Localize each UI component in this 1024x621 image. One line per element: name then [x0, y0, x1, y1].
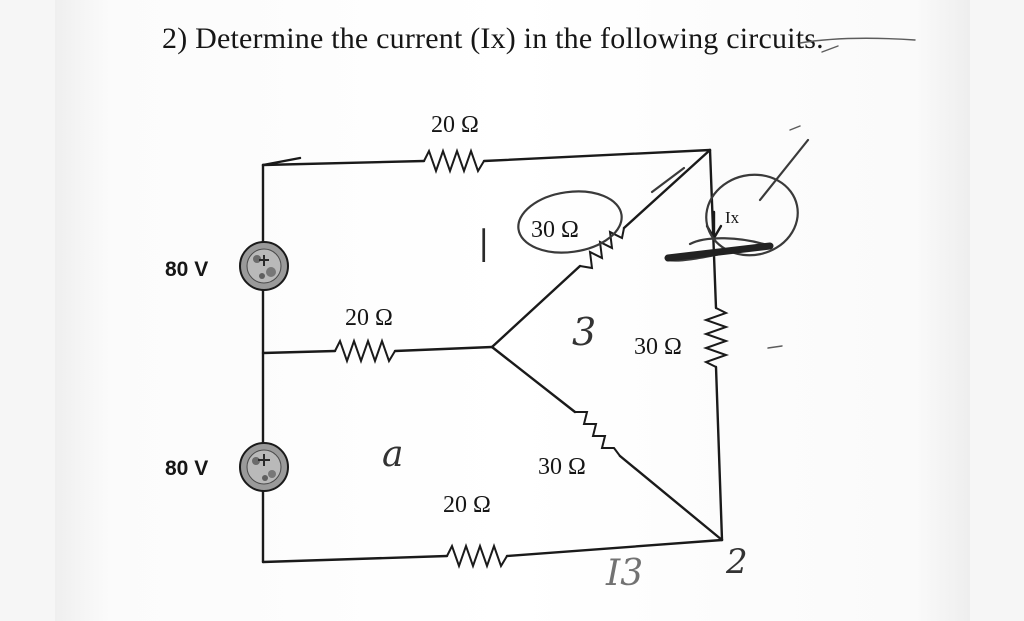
label-source-top: 80 V	[165, 258, 208, 281]
resistor-delta-bottom	[575, 411, 621, 457]
current-arrow-icon	[705, 210, 723, 240]
paper-sheet	[55, 0, 970, 621]
mark-left: a	[382, 434, 403, 475]
label-r-bottom: 20 Ω	[443, 492, 491, 518]
mark-bottom-tail: 2	[725, 542, 748, 582]
voltage-source-bottom	[239, 442, 289, 492]
resistor-delta-top	[579, 227, 625, 270]
branch-lower-diagonal	[490, 345, 577, 414]
mark-mid: 3	[572, 310, 596, 354]
label-source-bottom: 80 V	[165, 457, 208, 480]
bottom-wire-right	[505, 538, 724, 558]
question-text: 2) Determine the current (Ix) in the fol…	[162, 22, 824, 55]
mark-bottom: I3	[605, 553, 643, 594]
arrow-mark-right	[767, 345, 783, 349]
underline-mark	[799, 37, 916, 44]
branch-upper-to-corner	[622, 148, 712, 230]
label-current-ix: Ix	[725, 208, 740, 227]
top-wire-right	[482, 148, 712, 163]
label-r-top: 20 Ω	[431, 112, 479, 138]
top-wire	[261, 159, 426, 167]
resistor-bottom	[446, 542, 508, 570]
strike-mark-ix	[664, 242, 774, 262]
circle-mark-ix	[705, 173, 799, 257]
bottom-wire-left	[261, 554, 449, 564]
underline-tick-mark	[821, 45, 839, 53]
right-wire-lower	[714, 365, 724, 542]
resistor-mid-left	[334, 337, 396, 365]
branch-upper-diagonal	[490, 264, 582, 349]
label-r-delta-bottom: 30 Ω	[538, 454, 586, 480]
resistor-top	[423, 147, 485, 175]
label-r-mid-left: 20 Ω	[345, 305, 393, 331]
label-r-delta-top: 30 Ω	[531, 217, 579, 243]
circle-mark-delta	[517, 190, 623, 254]
tick-mark-right	[789, 125, 801, 131]
mid-wire-left	[261, 349, 337, 355]
voltage-source-top	[239, 241, 289, 291]
slash-mark-ix	[758, 138, 810, 202]
branch-lower-to-corner	[618, 454, 724, 542]
label-r-right: 30 Ω	[634, 334, 682, 360]
mid-wire-right	[393, 345, 494, 353]
mark-top: |	[478, 223, 489, 263]
resistor-right	[702, 307, 730, 368]
corner-slash-mark	[650, 166, 686, 194]
